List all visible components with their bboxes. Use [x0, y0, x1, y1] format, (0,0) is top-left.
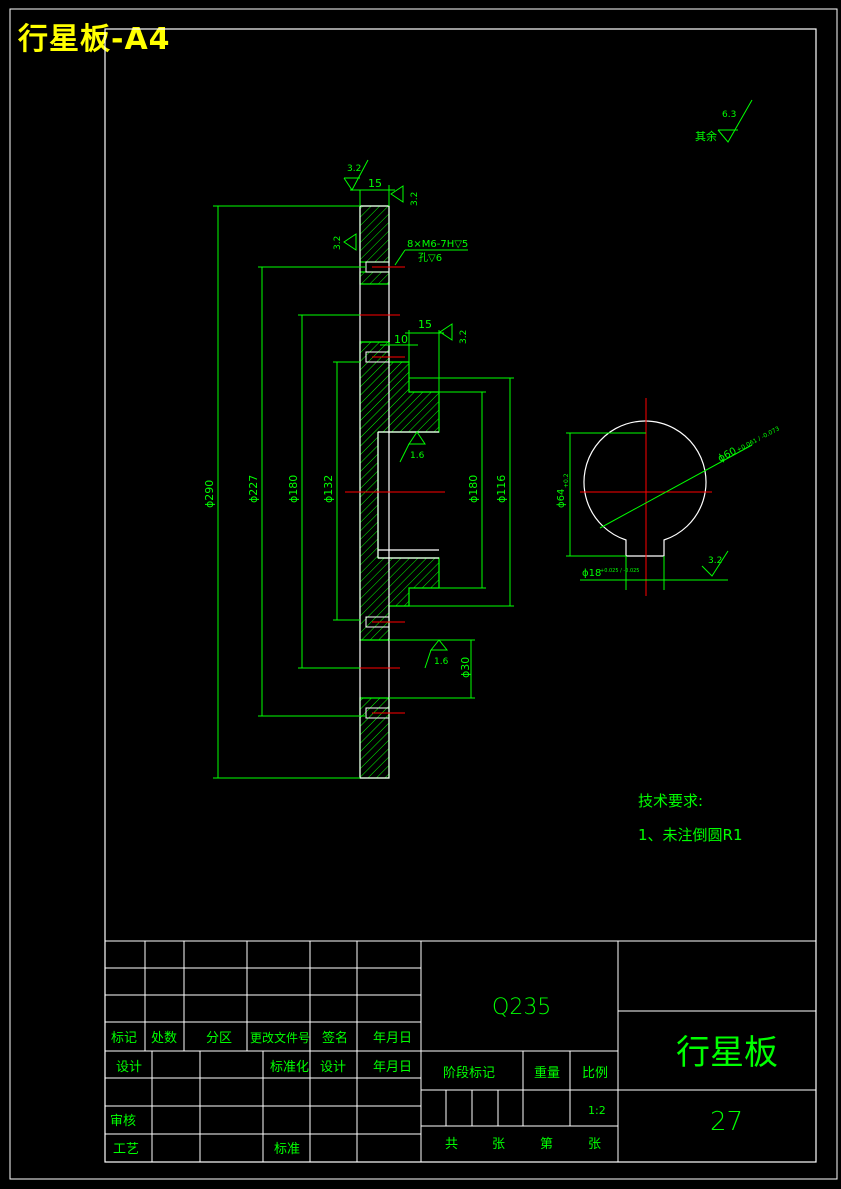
tb-header-count: 处数: [151, 1031, 177, 1046]
tb-approve: 标准: [274, 1142, 300, 1157]
sf-other-prefix: 其余: [695, 129, 717, 143]
tb-design-2: 设计: [320, 1060, 346, 1075]
tb-drawing-no: 27: [710, 1107, 743, 1137]
outer-border: [9, 8, 838, 1180]
tb-design: 设计: [116, 1060, 142, 1075]
tb-header-mark: 标记: [111, 1031, 137, 1046]
dim-w15-top: 15: [368, 177, 382, 190]
requirement-item: 1、未注倒圆R1: [638, 826, 743, 844]
dim-section-dia-tol: +0.061 / -0.073: [736, 425, 781, 454]
dim-key-width-tol: +0.025 / -0.025: [600, 568, 640, 574]
dim-section-keyh: ϕ64: [556, 489, 567, 508]
dim-d132: ϕ132: [322, 475, 335, 503]
drill-note: 孔▽6: [418, 252, 442, 264]
hatch-flange-mid-a: [359, 271, 390, 285]
tb-stage-mark: 阶段标记: [443, 1066, 495, 1081]
tb-scale-label: 比例: [582, 1066, 608, 1081]
tb-standardize: 标准化: [270, 1060, 309, 1075]
sheet-title: 行星板-A4: [18, 22, 171, 57]
dim-d180-outer: ϕ180: [287, 475, 300, 503]
hatch-hub-section: [359, 341, 440, 641]
tb-sheets-2: 张: [588, 1137, 601, 1152]
dim-w10: 10: [394, 333, 408, 346]
sf-right: 3.2: [410, 192, 420, 206]
inner-border: [104, 28, 817, 1163]
dim-d116: ϕ116: [495, 475, 508, 503]
center-lines: [345, 266, 445, 714]
keyway-section-view: ϕ60 +0.061 / -0.073 ϕ64 +0.2 ϕ18 +0.025 …: [556, 398, 781, 596]
dim-key-width: ϕ18: [582, 568, 601, 579]
tb-part-name: 行星板: [676, 1033, 778, 1073]
tb-total: 共: [445, 1137, 458, 1152]
dim-d30: ϕ30: [459, 657, 472, 678]
hatch-flange-low: [359, 697, 390, 779]
dim-w15-step: 15: [418, 318, 432, 331]
tb-header-date: 年月日: [373, 1031, 412, 1046]
hatch-top-flange: [359, 205, 390, 263]
tb-header-zone: 分区: [206, 1031, 232, 1046]
requirements-heading: 技术要求:: [638, 792, 703, 810]
tb-header-change-doc: 更改文件号: [250, 1030, 310, 1045]
dim-d180-inner: ϕ180: [467, 475, 480, 503]
sf-lower: 1.6: [434, 657, 449, 667]
dim-d290: ϕ290: [203, 480, 216, 508]
tb-weight: 重量: [534, 1065, 560, 1081]
tb-header-sign: 签名: [322, 1030, 348, 1046]
sf-top: 3.2: [347, 164, 361, 174]
sf-left: 3.2: [333, 236, 343, 250]
dim-section-keyh-tol: +0.2: [563, 473, 570, 488]
shaft-section: [583, 420, 707, 557]
tb-scale-value: 1:2: [588, 1104, 606, 1117]
tb-material: Q235: [492, 995, 551, 1020]
sf-keyway: 3.2: [708, 556, 722, 566]
tb-sheets: 张: [492, 1137, 505, 1152]
tb-page: 第: [540, 1137, 553, 1152]
title-block: [104, 940, 817, 1163]
dimension-lines: [213, 185, 514, 779]
dim-d227: ϕ227: [247, 475, 260, 503]
tb-review: 审核: [110, 1114, 136, 1129]
flange-outline: [359, 205, 390, 779]
sf-step: 3.2: [459, 330, 469, 344]
sf-bore: 1.6: [410, 451, 425, 461]
thread-note: 8×M6-7H▽5: [407, 239, 468, 250]
tb-process: 工艺: [113, 1142, 139, 1157]
part-section-view: ϕ290 ϕ227 ϕ180 ϕ132 ϕ180 ϕ116 ϕ30 15 15 …: [203, 99, 753, 779]
tb-design-date: 年月日: [373, 1060, 412, 1075]
sf-other-value: 6.3: [722, 110, 736, 120]
